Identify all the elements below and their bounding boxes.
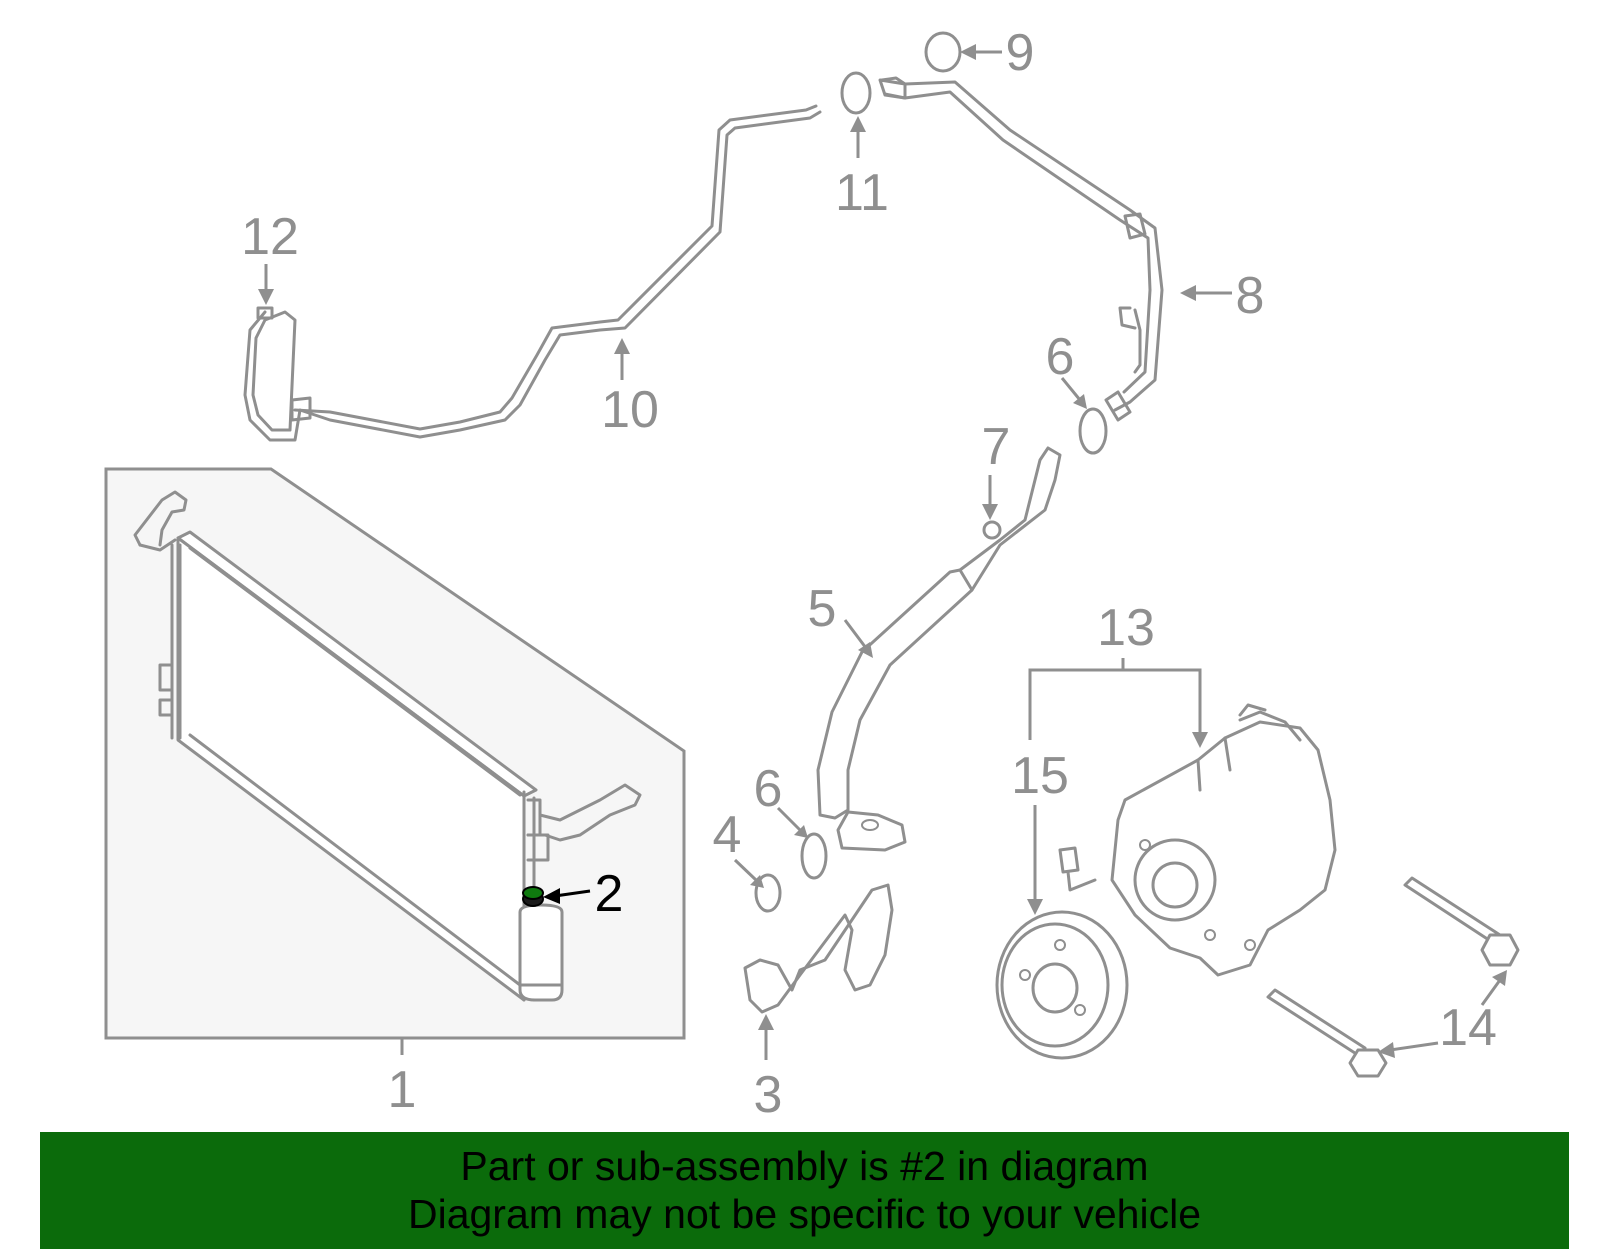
banner-line-1: Part or sub-assembly is #2 in diagram bbox=[460, 1143, 1149, 1189]
condenser-assembly-panel bbox=[104, 467, 686, 1040]
callout-10: 10 bbox=[601, 381, 659, 439]
callout-13: 13 bbox=[1097, 599, 1155, 657]
pipe-part-3 bbox=[743, 883, 894, 1014]
pipe-part-8 bbox=[878, 76, 1164, 422]
info-banner: Part or sub-assembly is #2 in diagram Di… bbox=[40, 1132, 1569, 1249]
desiccant-cap-part-2[interactable] bbox=[522, 886, 544, 907]
hose-part-5 bbox=[816, 446, 1062, 852]
callout-15: 15 bbox=[1011, 747, 1069, 805]
callout-6a: 6 bbox=[754, 760, 783, 818]
bolts-part-14 bbox=[1266, 876, 1520, 1078]
compressor-part-13 bbox=[1110, 703, 1337, 977]
clutch-pulley-part-15 bbox=[995, 846, 1129, 1060]
callout-9: 9 bbox=[1006, 24, 1035, 82]
callout-4: 4 bbox=[713, 806, 742, 864]
callout-labels: 1 2 3 4 5 6 6 7 8 9 10 11 12 13 14 15 bbox=[241, 24, 1497, 1124]
callout-8: 8 bbox=[1236, 267, 1265, 325]
callout-1: 1 bbox=[388, 1061, 417, 1119]
callout-3: 3 bbox=[754, 1066, 783, 1124]
callout-5: 5 bbox=[808, 580, 837, 638]
callout-14: 14 bbox=[1439, 999, 1497, 1057]
pipe-part-10-12 bbox=[243, 104, 822, 442]
callout-12: 12 bbox=[241, 208, 299, 266]
leader-lines bbox=[258, 44, 1507, 1060]
callout-11: 11 bbox=[835, 164, 889, 222]
callout-2[interactable]: 2 bbox=[595, 865, 624, 923]
callout-6b: 6 bbox=[1046, 328, 1075, 386]
banner-line-2: Diagram may not be specific to your vehi… bbox=[407, 1191, 1201, 1237]
callout-7: 7 bbox=[982, 418, 1011, 476]
